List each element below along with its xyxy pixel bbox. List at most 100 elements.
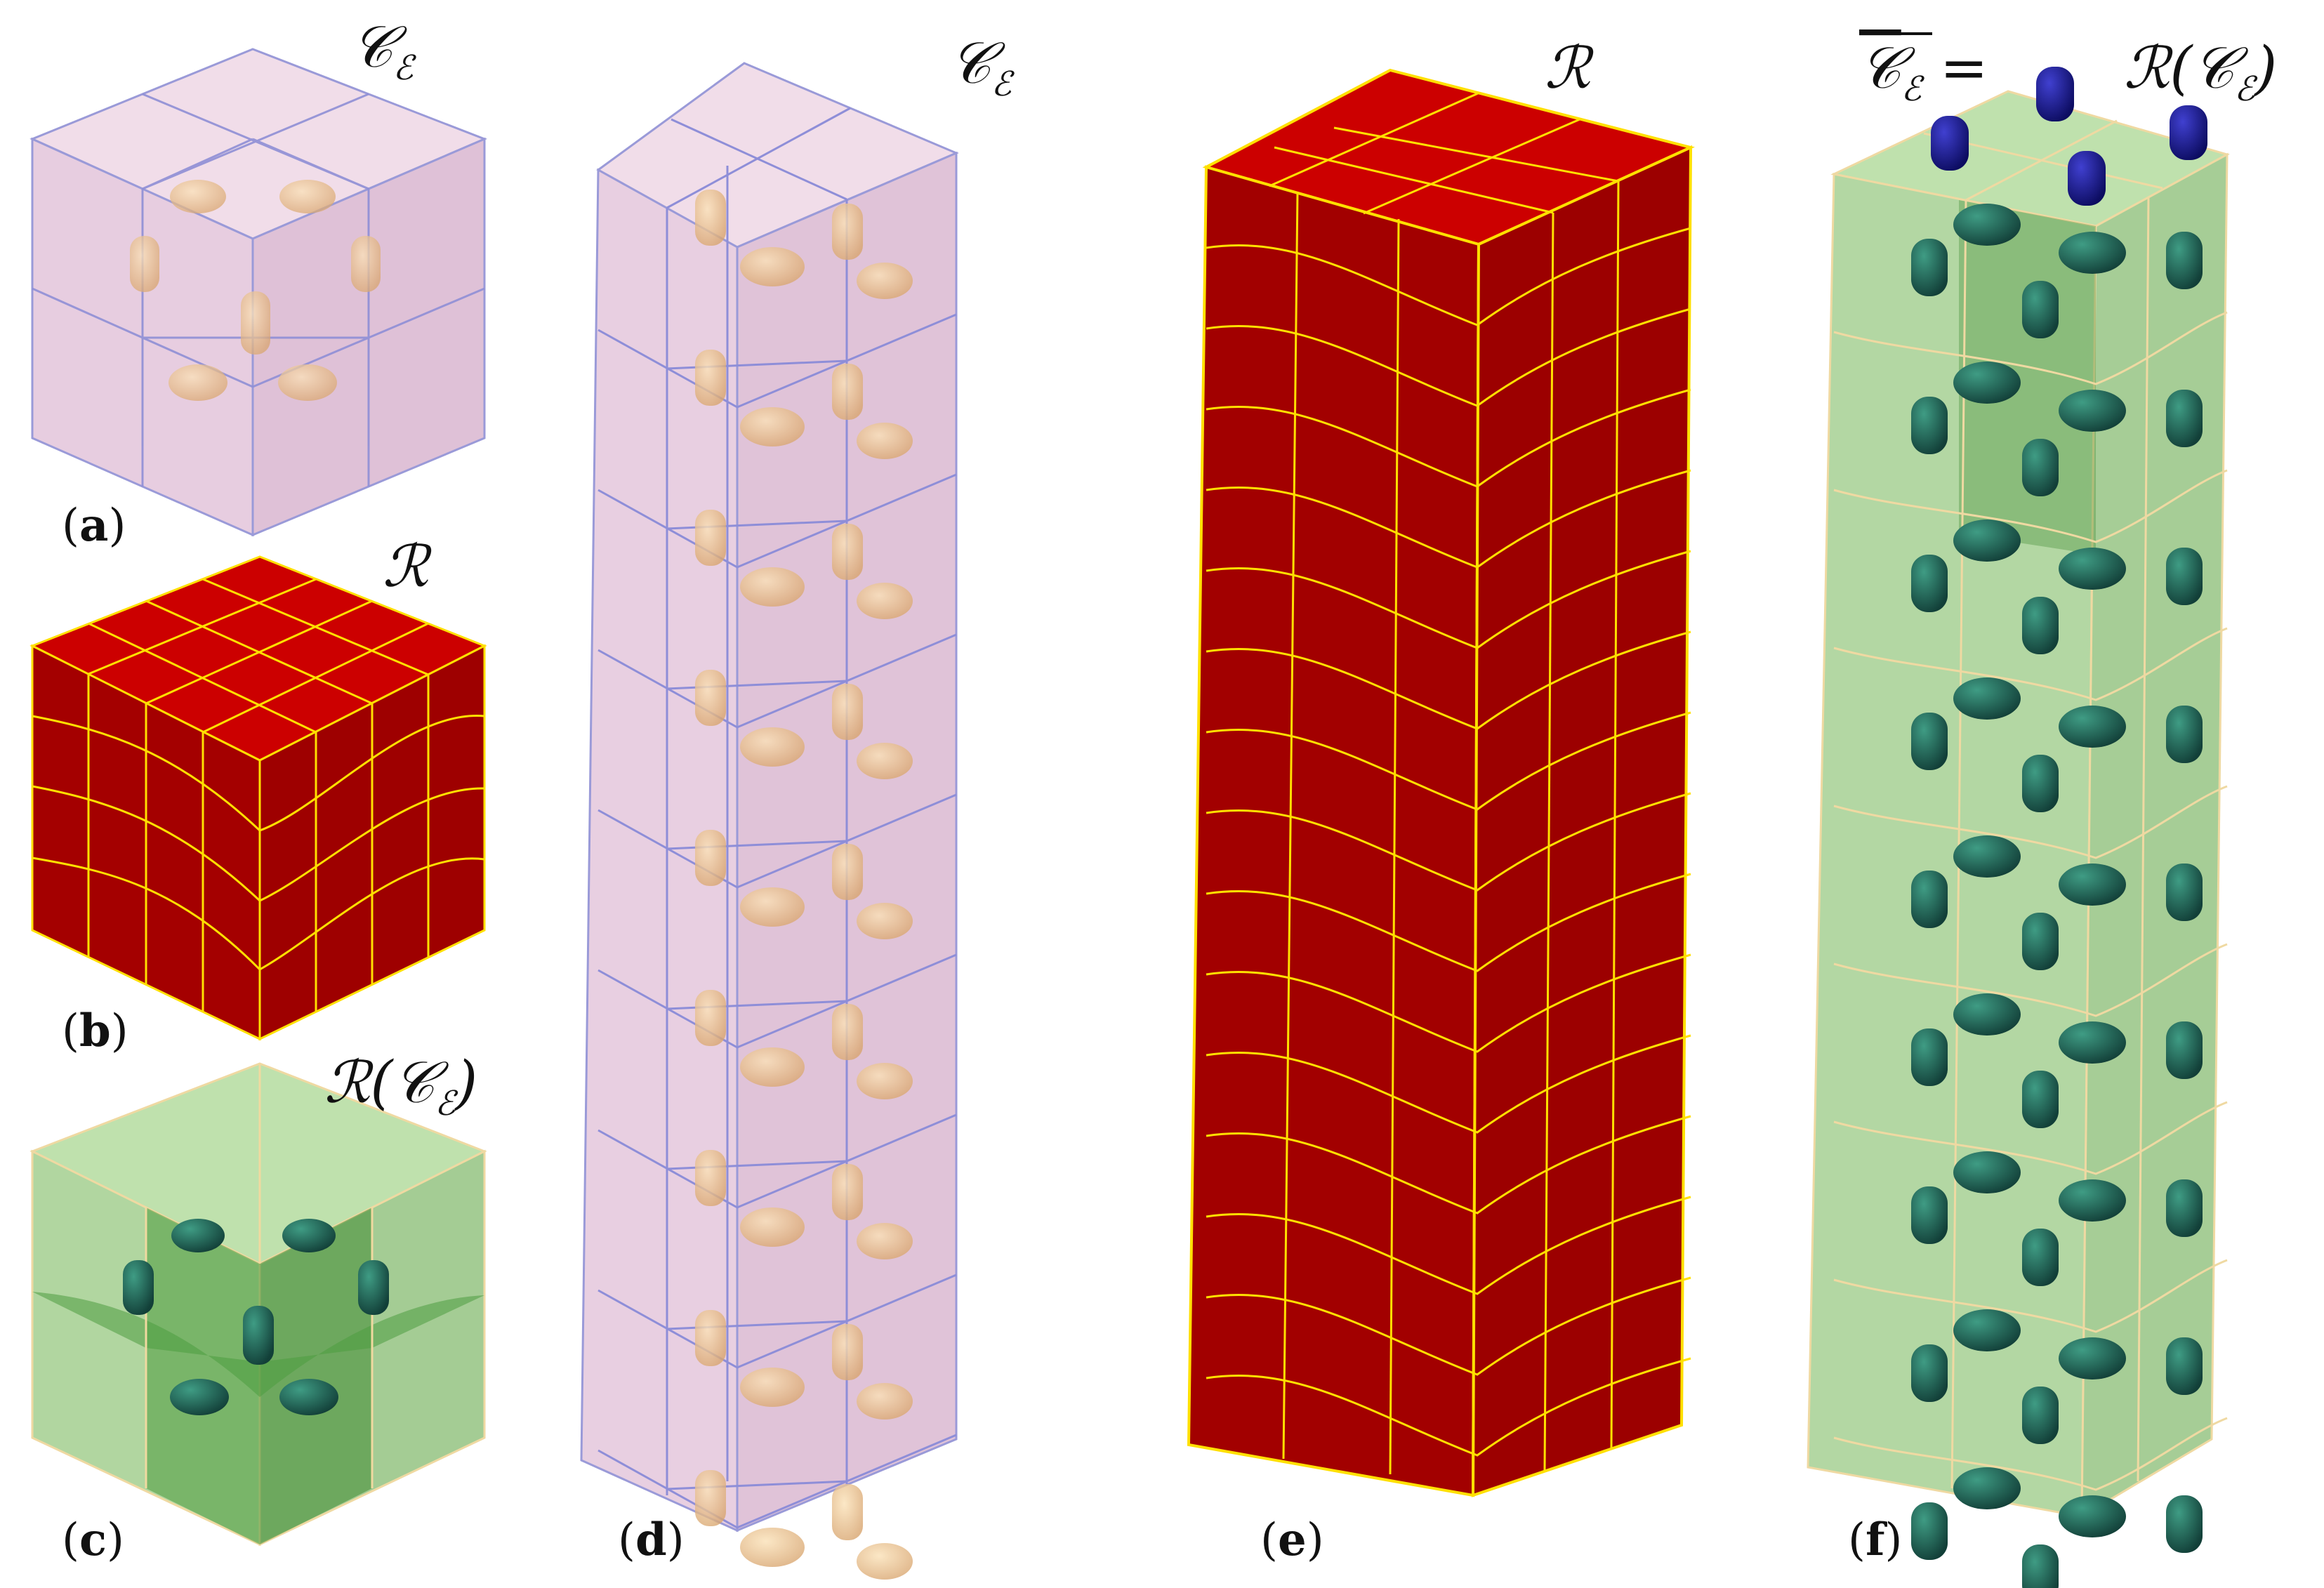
level-wave: [1833, 943, 2228, 1017]
peg: [2166, 706, 2203, 763]
peg: [1911, 1502, 1948, 1560]
peg: [2059, 1179, 2126, 1222]
panel-c-symbol: ℛ(𝒞ℰ): [324, 1050, 477, 1123]
peg: [740, 1047, 805, 1087]
grid-wave: [1206, 1357, 1691, 1457]
level-line: [597, 473, 957, 569]
peg: [1911, 1344, 1948, 1402]
panel-d-label: (d): [618, 1514, 685, 1566]
panel-d-column: [580, 62, 959, 1580]
level-wave: [1833, 1259, 2228, 1333]
peg: [832, 524, 863, 580]
svg-text:(a): (a): [62, 499, 126, 552]
peg: [857, 903, 913, 939]
peg: [2059, 864, 2126, 906]
peg: [832, 684, 863, 740]
peg: [857, 423, 913, 459]
panel-f-column: [1807, 67, 2230, 1588]
peg: [740, 1207, 805, 1247]
panel-b-symbol: ℛ: [383, 534, 433, 600]
peg: [1953, 835, 2021, 878]
peg: [2059, 1337, 2126, 1379]
level-wave: [1833, 785, 2228, 859]
grid-wave: [1206, 550, 1691, 649]
peg: [857, 1543, 913, 1580]
peg: [1953, 362, 2021, 404]
level-line: [597, 793, 957, 889]
peg: [2022, 913, 2059, 970]
peg: [2059, 548, 2126, 590]
peg: [740, 1528, 805, 1567]
peg: [1911, 397, 1948, 454]
peg: [2022, 281, 2059, 338]
peg: [2166, 1337, 2203, 1395]
peg: [1953, 1467, 2021, 1509]
peg: [2166, 1179, 2203, 1237]
peg: [832, 364, 863, 420]
peg: [1911, 555, 1948, 612]
peg: [832, 1164, 863, 1220]
level-wave: [1833, 1101, 2228, 1175]
peg: [2166, 1021, 2203, 1079]
peg: [2059, 1021, 2126, 1064]
peg: [1911, 713, 1948, 770]
panel-a-label: (a): [62, 499, 126, 552]
level-line: [597, 313, 957, 409]
peg: [695, 190, 726, 246]
grid-wave: [1206, 1034, 1691, 1134]
panel-c-label: (c): [62, 1514, 124, 1566]
peg: [857, 583, 913, 619]
peg: [740, 567, 805, 607]
peg: [1953, 1309, 2021, 1351]
peg: [857, 263, 913, 299]
panel-f-equation-rhs: ℛ(𝒞ℰ): [2124, 35, 2277, 109]
grid-wave: [1206, 873, 1691, 972]
panel-e-symbol: ℛ: [1545, 35, 1595, 102]
peg: [695, 990, 726, 1046]
peg: [2166, 548, 2203, 605]
peg: [832, 844, 863, 900]
peg: [1911, 1186, 1948, 1244]
peg: [2166, 390, 2203, 447]
grid-wave: [1206, 792, 1691, 892]
panel-a-cube: [29, 48, 487, 537]
peg: [695, 510, 726, 566]
peg: [1953, 1151, 2021, 1193]
svg-text:(b): (b): [62, 1005, 128, 1057]
level-wave: [1833, 1417, 2228, 1491]
peg: [1953, 204, 2021, 246]
peg: [740, 1368, 805, 1407]
peg: [832, 204, 863, 260]
peg: [695, 1470, 726, 1526]
svg-text:(e): (e): [1260, 1514, 1324, 1566]
peg: [2059, 706, 2126, 748]
peg: [2022, 1071, 2059, 1128]
panel-b-label: (b): [62, 1005, 128, 1057]
peg: [1953, 993, 2021, 1035]
peg: [857, 743, 913, 779]
peg: [2059, 390, 2126, 432]
peg: [2166, 232, 2203, 289]
panel-f-equation: 𝒞ℰ =: [1859, 35, 1988, 109]
peg: [832, 1004, 863, 1060]
peg: [695, 1310, 726, 1366]
peg: [695, 1150, 726, 1206]
level-line: [597, 1434, 957, 1529]
peg: [1911, 871, 1948, 928]
peg: [695, 830, 726, 886]
svg-text:(d): (d): [618, 1514, 685, 1566]
grid-wave: [1206, 307, 1691, 407]
peg: [1953, 520, 2021, 562]
peg: [2059, 232, 2126, 274]
grid-wave: [1206, 1196, 1691, 1295]
grid-wave: [1206, 1276, 1691, 1376]
level-wave: [1833, 311, 2228, 385]
panel-c-cube: [29, 1062, 487, 1547]
grid-wave: [1206, 1115, 1691, 1215]
peg: [832, 1484, 863, 1540]
svg-text:(c): (c): [62, 1514, 124, 1566]
peg: [1911, 239, 1948, 296]
panel-e-column: [1187, 68, 1695, 1497]
peg: [2022, 755, 2059, 812]
